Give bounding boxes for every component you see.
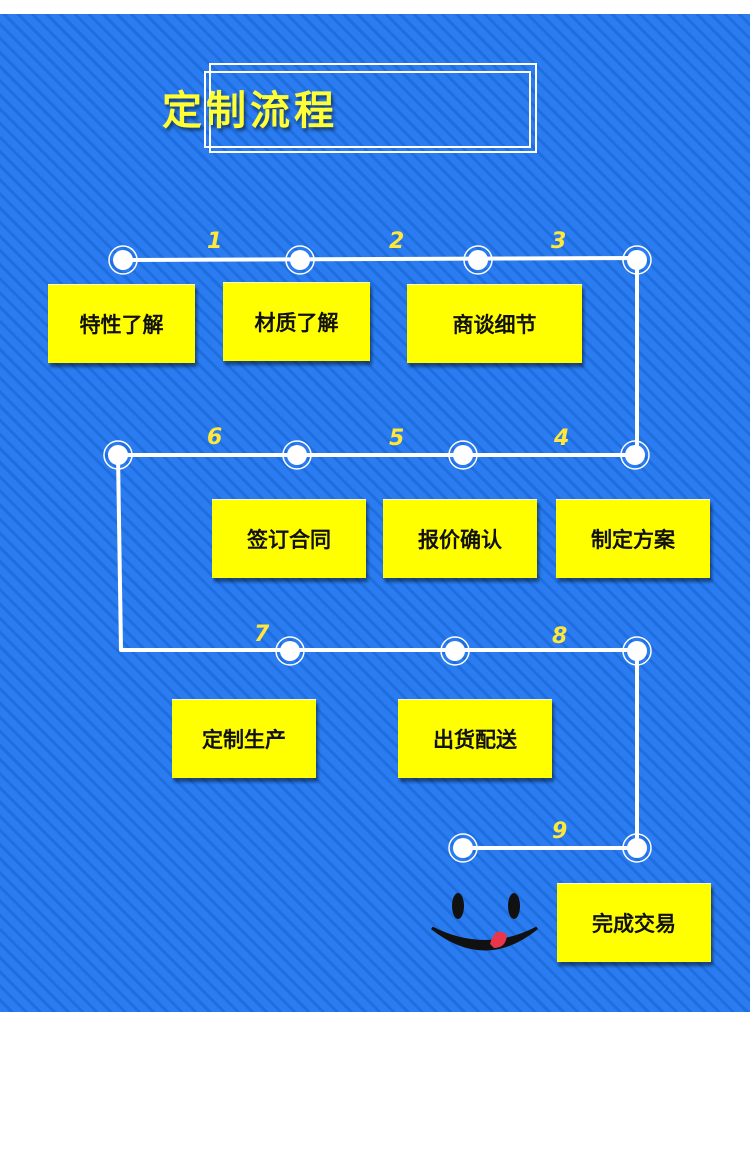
node-ring	[622, 833, 652, 863]
step-number: 8	[552, 624, 568, 649]
node-dot	[290, 250, 310, 270]
node-dot	[453, 445, 473, 465]
node-ring	[282, 440, 312, 470]
node-dot	[108, 445, 128, 465]
step-number: 7	[254, 622, 270, 647]
node-ring	[440, 636, 470, 666]
step-box: 报价确认	[383, 499, 537, 578]
step-number: 3	[551, 229, 567, 254]
node-ring	[275, 636, 305, 666]
node-ring	[463, 245, 493, 275]
node-dot	[445, 641, 465, 661]
step-number: 6	[207, 425, 223, 450]
step-box: 定制生产	[172, 699, 316, 778]
step-box: 完成交易	[557, 883, 711, 962]
node-ring	[285, 245, 315, 275]
node-ring	[448, 440, 478, 470]
step-box: 出货配送	[398, 699, 552, 778]
step-number: 9	[552, 819, 568, 844]
step-number: 4	[554, 426, 570, 451]
step-box: 材质了解	[223, 282, 370, 361]
node-dot	[468, 250, 488, 270]
node-dot	[453, 838, 473, 858]
smiley-face-icon	[431, 893, 538, 951]
node-ring	[620, 440, 650, 470]
step-box: 制定方案	[556, 499, 710, 578]
node-ring	[108, 245, 138, 275]
node-dot	[280, 641, 300, 661]
node-ring	[622, 245, 652, 275]
step-box: 签订合同	[212, 499, 366, 578]
page-title: 定制流程	[162, 88, 338, 134]
node-ring	[622, 636, 652, 666]
node-dot	[287, 445, 307, 465]
step-number: 5	[389, 426, 405, 451]
node-dot	[625, 445, 645, 465]
node-ring	[103, 440, 133, 470]
node-ring	[448, 833, 478, 863]
node-dot	[627, 838, 647, 858]
step-number: 1	[207, 229, 223, 254]
node-dot	[627, 250, 647, 270]
step-box: 商谈细节	[407, 284, 582, 363]
step-box: 特性了解	[48, 284, 195, 363]
step-number: 2	[389, 229, 405, 254]
node-dot	[113, 250, 133, 270]
node-dot	[627, 641, 647, 661]
